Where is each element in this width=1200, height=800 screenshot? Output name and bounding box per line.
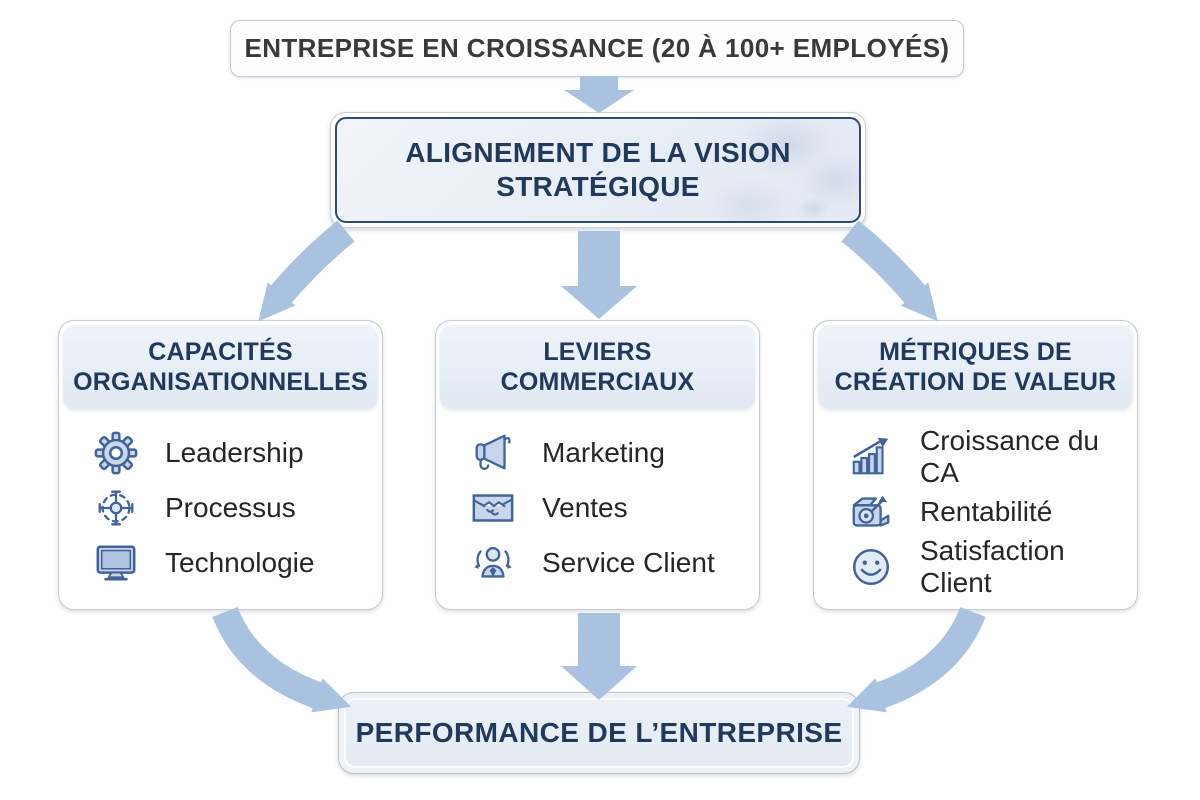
card-value-creation-metrics: MÉTRIQUES DE CRÉATION DE VALEUR (813, 320, 1138, 610)
arrow-right-to-performance (847, 606, 986, 713)
company-growth-label: ENTREPRISE EN CROISSANCE (20 À 100+ EMPL… (244, 33, 950, 63)
card-title: CAPACITÉS ORGANISATIONNELLES (73, 337, 368, 397)
card-commercial-levers: LEVIERS COMMERCIAUX Marketing (435, 320, 760, 610)
item-label: Croissance du CA (920, 425, 1099, 488)
arrow-vision-to-left (258, 220, 355, 322)
arrow-left-to-performance (212, 606, 351, 713)
list-item: Processus (93, 485, 366, 531)
item-label: Service Client (542, 547, 715, 579)
company-growth-box: ENTREPRISE EN CROISSANCE (20 À 100+ EMPL… (230, 20, 964, 77)
performance-box-inner: PERFORMANCE DE L’ENTREPRISE (344, 698, 854, 768)
strategic-vision-box: ALIGNEMENT DE LA VISION STRATÉGIQUE (330, 112, 866, 228)
handshake-icon (470, 485, 516, 531)
item-label: Rentabilité (920, 496, 1053, 527)
arrow-middle-to-performance (561, 613, 637, 700)
list-item: Leadership (93, 430, 366, 476)
card-item-list: Marketing Ventes (436, 417, 759, 601)
card-organizational-capacities: CAPACITÉS ORGANISATIONNELLES (58, 320, 383, 610)
process-icon (93, 485, 139, 531)
card-header: CAPACITÉS ORGANISATIONNELLES (63, 325, 378, 409)
arrow-vision-to-middle (561, 231, 637, 319)
item-label: Marketing (542, 436, 665, 468)
list-item: Service Client (470, 540, 743, 586)
arrow-vision-to-right (841, 220, 938, 322)
card-item-list: Croissance du CA (814, 417, 1137, 601)
list-item: Ventes (470, 485, 743, 531)
profitability-icon (848, 489, 894, 535)
smiley-icon (848, 544, 894, 590)
item-label: Processus (165, 491, 296, 523)
card-header: LEVIERS COMMERCIAUX (440, 325, 755, 409)
list-item: Marketing (470, 430, 743, 476)
arrow-top-to-vision (564, 76, 634, 113)
item-label: Technologie (165, 547, 315, 579)
customer-service-icon (470, 540, 516, 586)
growth-chart-icon (848, 434, 894, 480)
performance-label: PERFORMANCE DE L’ENTREPRISE (355, 717, 843, 748)
card-title: LEVIERS COMMERCIAUX (500, 337, 695, 397)
list-item: Rentabilité (848, 489, 1121, 535)
gear-icon (93, 430, 139, 476)
list-item: Satisfaction Client (848, 535, 1121, 599)
item-label: Satisfaction Client (920, 535, 1065, 598)
card-item-list: Leadership Processus (59, 417, 382, 601)
item-label: Ventes (542, 491, 628, 523)
card-header: MÉTRIQUES DE CRÉATION DE VALEUR (818, 325, 1133, 409)
card-title: MÉTRIQUES DE CRÉATION DE VALEUR (834, 337, 1117, 397)
megaphone-icon (470, 430, 516, 476)
list-item: Croissance du CA (848, 425, 1121, 489)
strategic-vision-label: ALIGNEMENT DE LA VISION STRATÉGIQUE (405, 136, 791, 202)
monitor-icon (93, 540, 139, 586)
list-item: Technologie (93, 540, 366, 586)
performance-box: PERFORMANCE DE L’ENTREPRISE (338, 692, 860, 774)
strategic-vision-box-inner: ALIGNEMENT DE LA VISION STRATÉGIQUE (335, 117, 861, 223)
item-label: Leadership (165, 436, 304, 468)
